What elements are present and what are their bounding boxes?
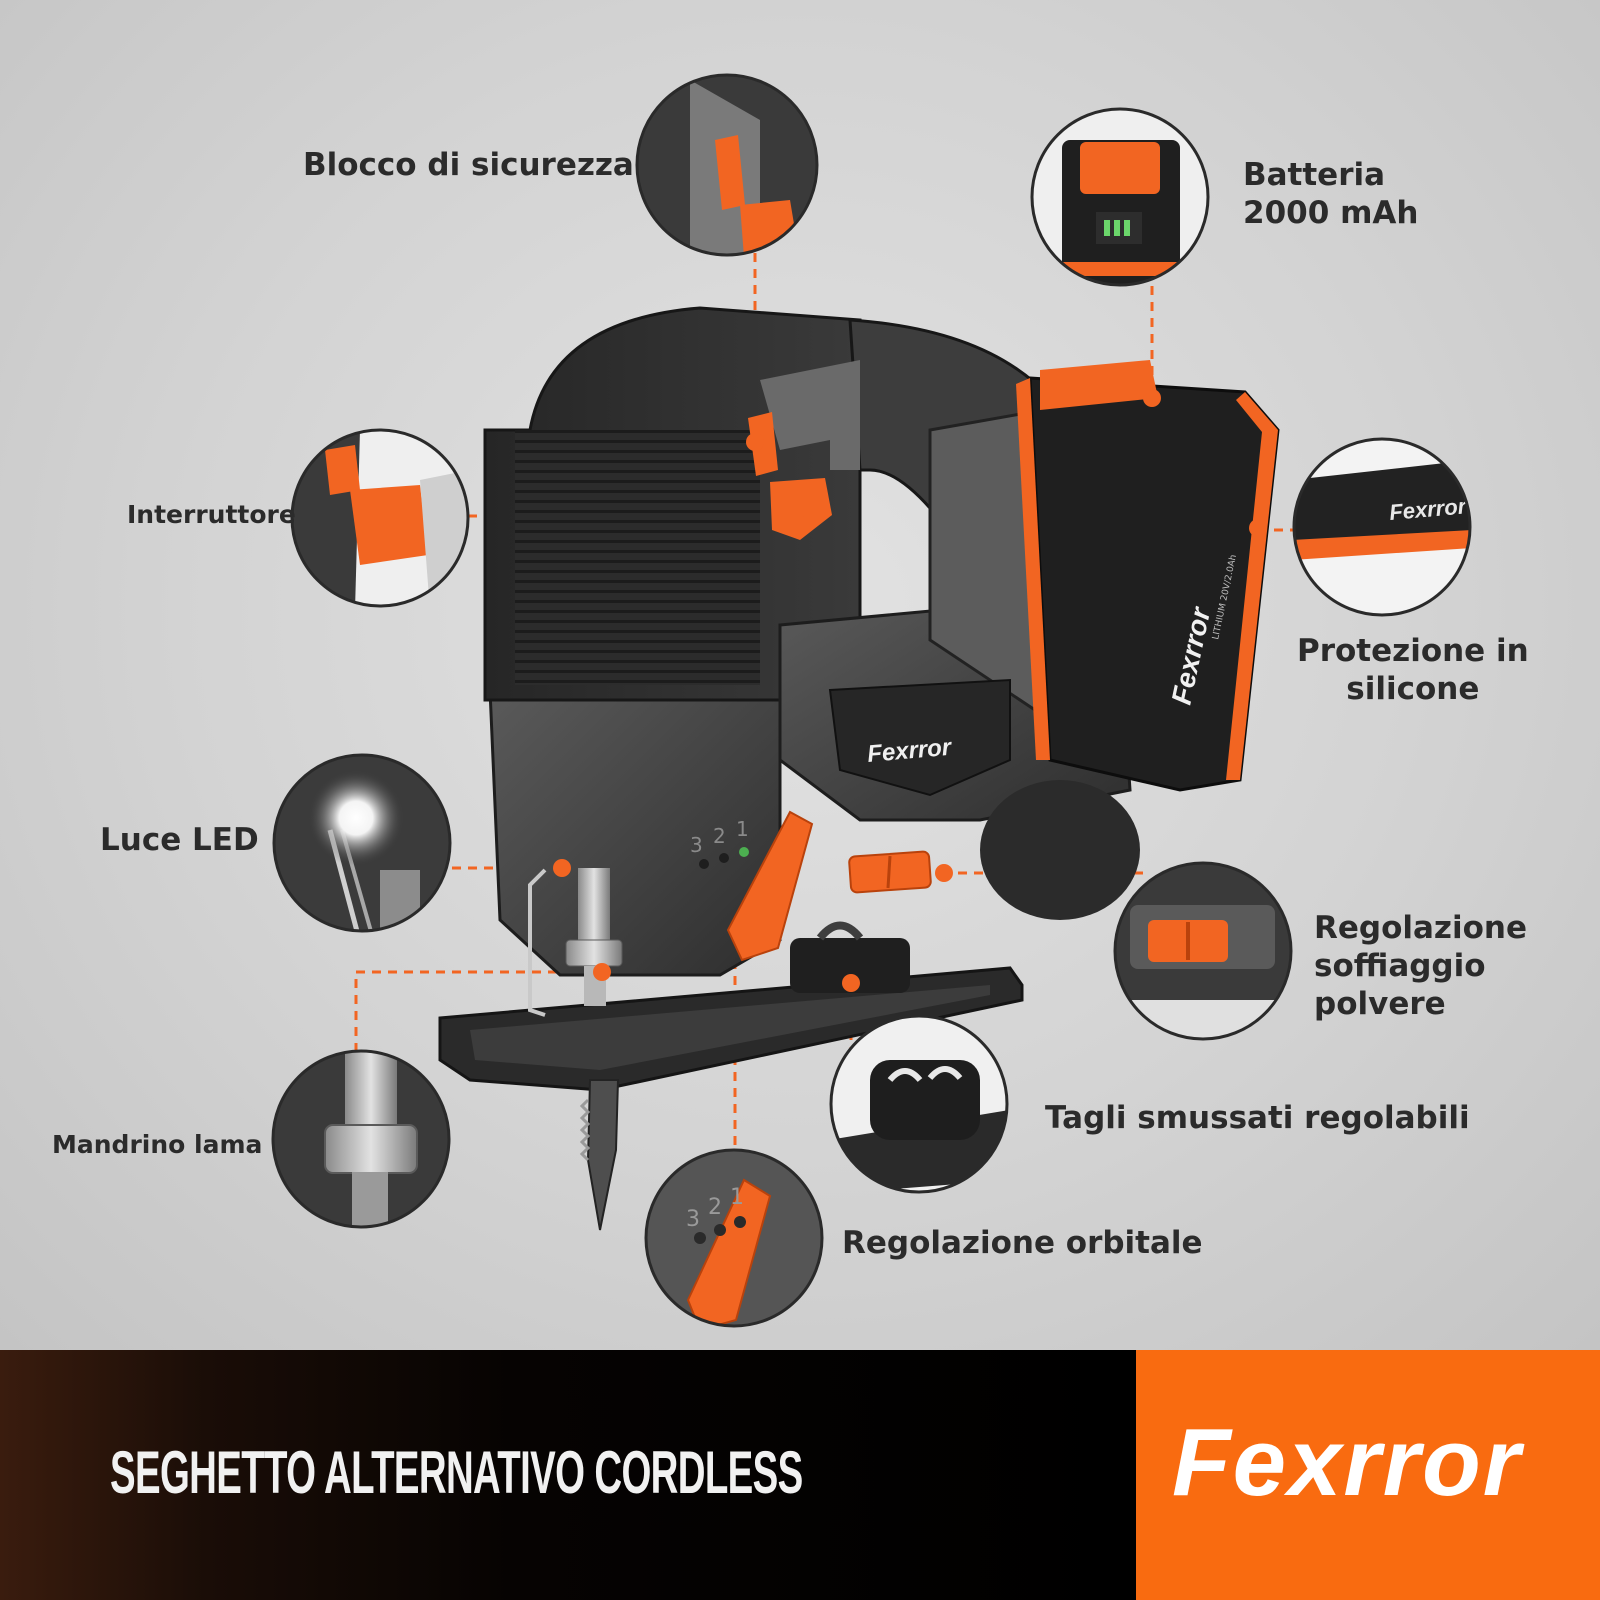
label-bevel: Tagli smussati regolabili: [1045, 1100, 1470, 1136]
product-illustration: Fexrror 3 2 1 Fexrror LITHIUM 20V/2.0Ah: [0, 0, 1600, 1350]
svg-text:1: 1: [736, 817, 749, 841]
label-safety-lock: Blocco di sicurezza: [303, 147, 634, 183]
footer-title-panel: SEGHETTO ALTERNATIVO CORDLESS: [0, 1350, 1136, 1600]
detail-circle-blade-chuck: [271, 1049, 451, 1229]
leader-blade-chuck: [354, 970, 602, 1052]
detail-circle-bevel: [829, 1014, 1009, 1194]
label-blade-chuck: Mandrino lama: [52, 1130, 263, 1159]
svg-text:1: 1: [730, 1185, 744, 1210]
callout-anchor-dots: [553, 389, 1267, 992]
detail-circle-orbital: 3 2 1: [644, 1148, 824, 1328]
product-title: SEGHETTO ALTERNATIVO CORDLESS: [110, 1439, 803, 1506]
jigsaw-body: Fexrror 3 2 1 Fexrror LITHIUM 20V/2.0Ah: [438, 306, 1280, 1231]
svg-text:3: 3: [690, 833, 703, 857]
footer-banner: SEGHETTO ALTERNATIVO CORDLESS Fexrror: [0, 1350, 1600, 1600]
orbital-setting-numbers: 3 2 1: [690, 817, 749, 857]
svg-text:3: 3: [686, 1207, 700, 1232]
label-silicone: Protezione in silicone: [1297, 633, 1529, 707]
detail-circle-dust-blower: [1113, 861, 1293, 1041]
detail-circle-battery: [1030, 107, 1210, 287]
detail-circle-led: [272, 753, 452, 933]
detail-circle-trigger: [290, 428, 470, 608]
footer-brand-panel: Fexrror: [1136, 1350, 1600, 1600]
brand-logo: Fexrror: [1172, 1409, 1523, 1516]
svg-text:2: 2: [708, 1195, 722, 1220]
detail-circle-safety-lock: [635, 73, 819, 257]
label-orbital: Regolazione orbitale: [842, 1225, 1203, 1261]
detail-circle-silicone: Fexrror: [1292, 437, 1472, 617]
svg-text:2: 2: [713, 824, 726, 848]
label-dust-blower: Regolazione soffiaggio polvere: [1314, 910, 1527, 1022]
jigsaw-diagram: Fexrror 3 2 1 Fexrror LITHIUM 20V/2.0Ah: [271, 73, 1472, 1328]
label-trigger: Interruttore: [127, 500, 296, 529]
label-battery: Batteria 2000 mAh: [1243, 157, 1419, 231]
label-led: Luce LED: [100, 822, 259, 858]
